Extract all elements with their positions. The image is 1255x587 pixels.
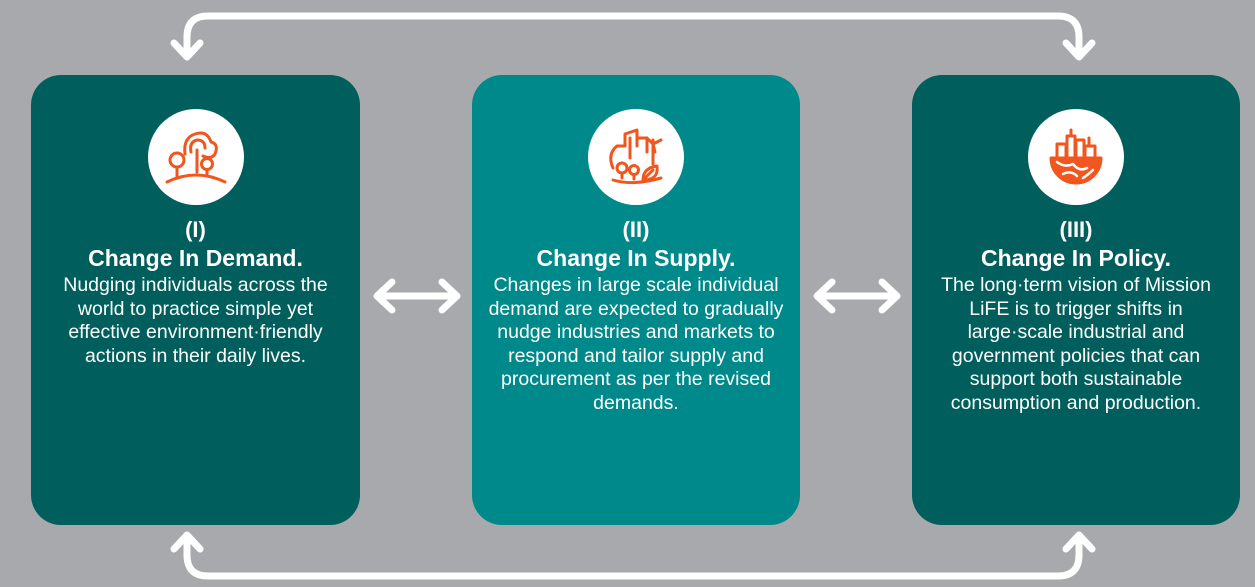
double-arrow-1-2 bbox=[373, 278, 461, 314]
park-trees-icon bbox=[165, 131, 226, 184]
globe-industry-icon bbox=[1049, 128, 1103, 185]
icon-badge bbox=[147, 109, 244, 205]
card-description: The long·term vision of Mission LiFE is … bbox=[941, 274, 1211, 414]
card-numeral: (I) bbox=[185, 217, 206, 242]
top-loop-left-arrowhead bbox=[170, 39, 204, 61]
card-supply: (II) Change In Supply. Changes in large … bbox=[472, 75, 800, 525]
card-title: Change In Demand. bbox=[88, 245, 303, 271]
bottom-loop-left-arrowhead bbox=[170, 531, 204, 553]
card-description: Changes in large scale individual demand… bbox=[488, 274, 784, 414]
card-numeral: (II) bbox=[622, 217, 650, 242]
top-loop-arrow bbox=[183, 12, 1083, 56]
card-title: Change In Supply. bbox=[536, 245, 736, 271]
green-city-icon bbox=[609, 128, 663, 185]
double-arrow-2-3 bbox=[813, 278, 901, 314]
card-demand: (I) Change In Demand. Nudging individual… bbox=[31, 75, 360, 525]
card-title: Change In Policy. bbox=[981, 245, 1171, 271]
card-policy: (III) Change In Policy. The long·term vi… bbox=[912, 75, 1240, 525]
icon-badge bbox=[588, 109, 684, 205]
icon-badge bbox=[1028, 109, 1124, 205]
card-numeral: (III) bbox=[1059, 217, 1093, 242]
bottom-loop-arrow bbox=[183, 536, 1083, 580]
card-description: Nudging individuals across the world to … bbox=[63, 274, 328, 367]
bottom-loop-right-arrowhead bbox=[1062, 531, 1096, 553]
top-loop-right-arrowhead bbox=[1062, 39, 1096, 61]
